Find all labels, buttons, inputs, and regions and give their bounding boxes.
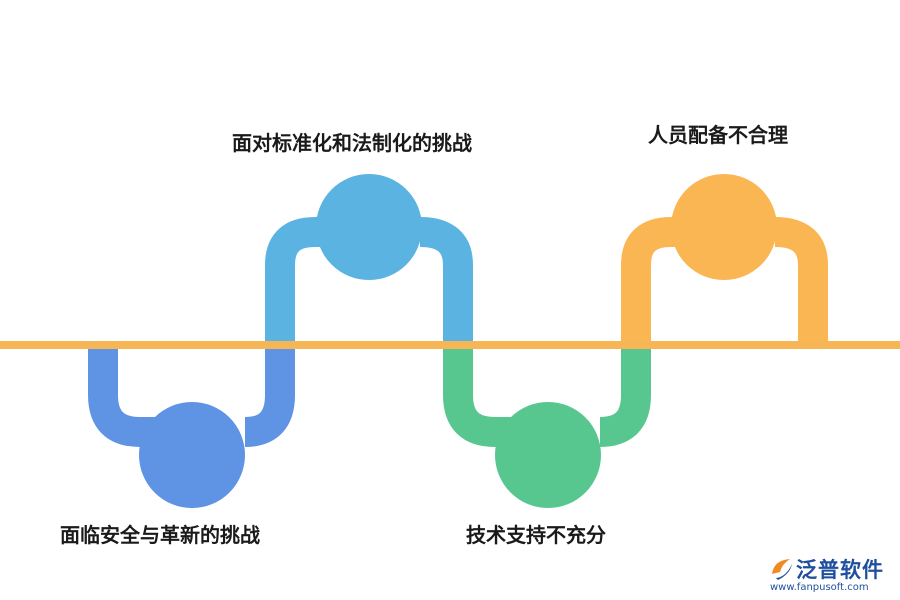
node-step-2: [316, 174, 422, 280]
step-label-1: 面临安全与革新的挑战: [60, 523, 260, 547]
node-step-1: [139, 402, 245, 508]
watermark-logo: 泛普软件 www.fanpusoft.com: [768, 552, 894, 596]
fanpu-logo-icon: [772, 559, 792, 580]
step-label-3: 技术支持不充分: [466, 523, 606, 547]
node-step-4: [671, 174, 777, 280]
step-label-2: 面对标准化和法制化的挑战: [232, 131, 472, 155]
step-label-4: 人员配备不合理: [648, 123, 788, 147]
connector-step-2: [265, 217, 473, 345]
connector-step-4: [621, 217, 828, 345]
connector-step-1: [88, 345, 295, 447]
node-step-3: [495, 402, 601, 508]
connector-step-3: [443, 345, 651, 447]
timeline-axis-line: [0, 341, 900, 349]
watermark-url: www.fanpusoft.com: [770, 582, 869, 593]
watermark-name: 泛普软件: [796, 558, 884, 582]
